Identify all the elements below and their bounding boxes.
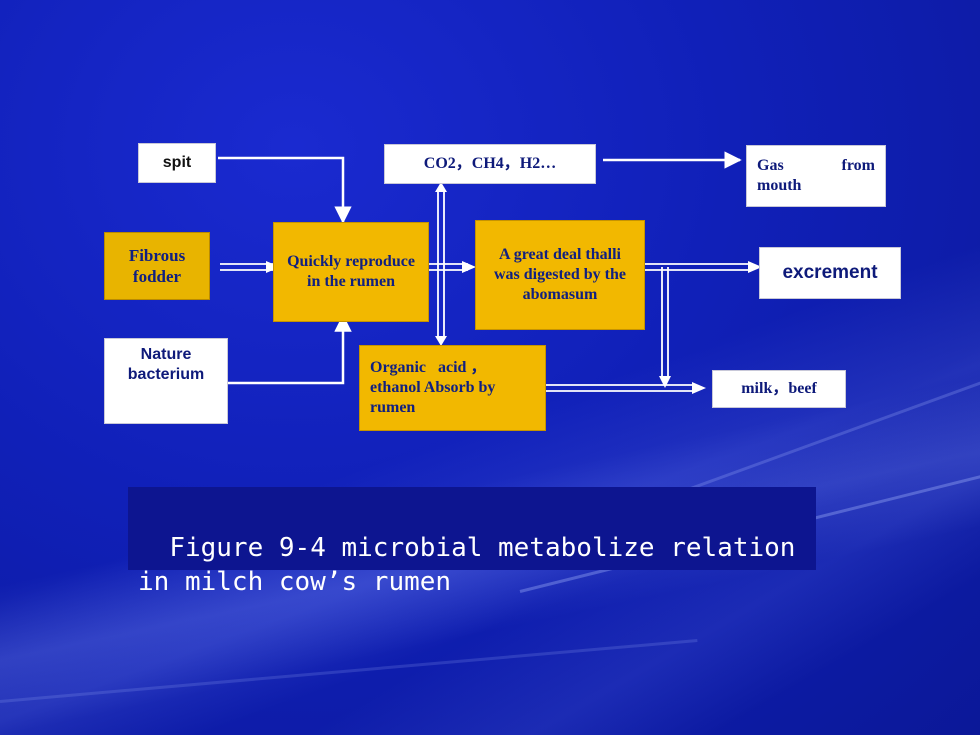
box-excrement-label: excrement: [782, 262, 878, 284]
box-quickly-reproduce: Quickly reproduce in the rumen: [273, 222, 429, 322]
box-nature-bacterium-label: Nature bacterium: [127, 346, 205, 383]
box-milk-beef: milk，beef: [712, 370, 846, 408]
arrow-vertical-gases-organic: [435, 182, 447, 346]
box-milk-beef-label: milk，beef: [741, 380, 817, 397]
box-spit: spit: [138, 143, 216, 183]
arrow-rumen-to-abomasum: [428, 261, 476, 273]
box-gases: CO2，CH4，H2…: [384, 144, 596, 184]
arrow-bacterium-to-rumen: [228, 314, 352, 385]
box-nature-bacterium: Nature bacterium: [104, 338, 228, 424]
box-organic-acid-label: Organic acid ， ethanol Absorb by rumen: [370, 359, 500, 416]
box-gas-from-mouth-label: Gas from mouth: [757, 157, 879, 194]
box-fibrous-fodder: Fibrous fodder: [104, 232, 210, 300]
box-excrement: excrement: [759, 247, 901, 299]
box-great-deal-thalli-label: A great deal thalli was digested by the …: [493, 246, 626, 303]
box-organic-acid: Organic acid ， ethanol Absorb by rumen: [359, 345, 546, 431]
box-great-deal-thalli: A great deal thalli was digested by the …: [475, 220, 645, 330]
box-quickly-reproduce-label: Quickly reproduce in the rumen: [287, 253, 415, 290]
arrow-down-to-milk: [659, 267, 671, 388]
box-gas-from-mouth: Gas from mouth: [746, 145, 886, 207]
figure-caption-text: Figure 9-4 microbial metabolize relation…: [138, 533, 812, 597]
box-spit-label: spit: [162, 154, 192, 171]
arrow-organic-to-milk: [546, 382, 706, 394]
arrow-fodder-to-rumen: [220, 261, 280, 273]
arrow-spit-to-rumen: [218, 156, 352, 224]
figure-caption: Figure 9-4 microbial metabolize relation…: [128, 487, 816, 597]
box-fibrous-fodder-label: Fibrous fodder: [128, 245, 186, 286]
box-gases-label: CO2，CH4，H2…: [423, 155, 557, 172]
